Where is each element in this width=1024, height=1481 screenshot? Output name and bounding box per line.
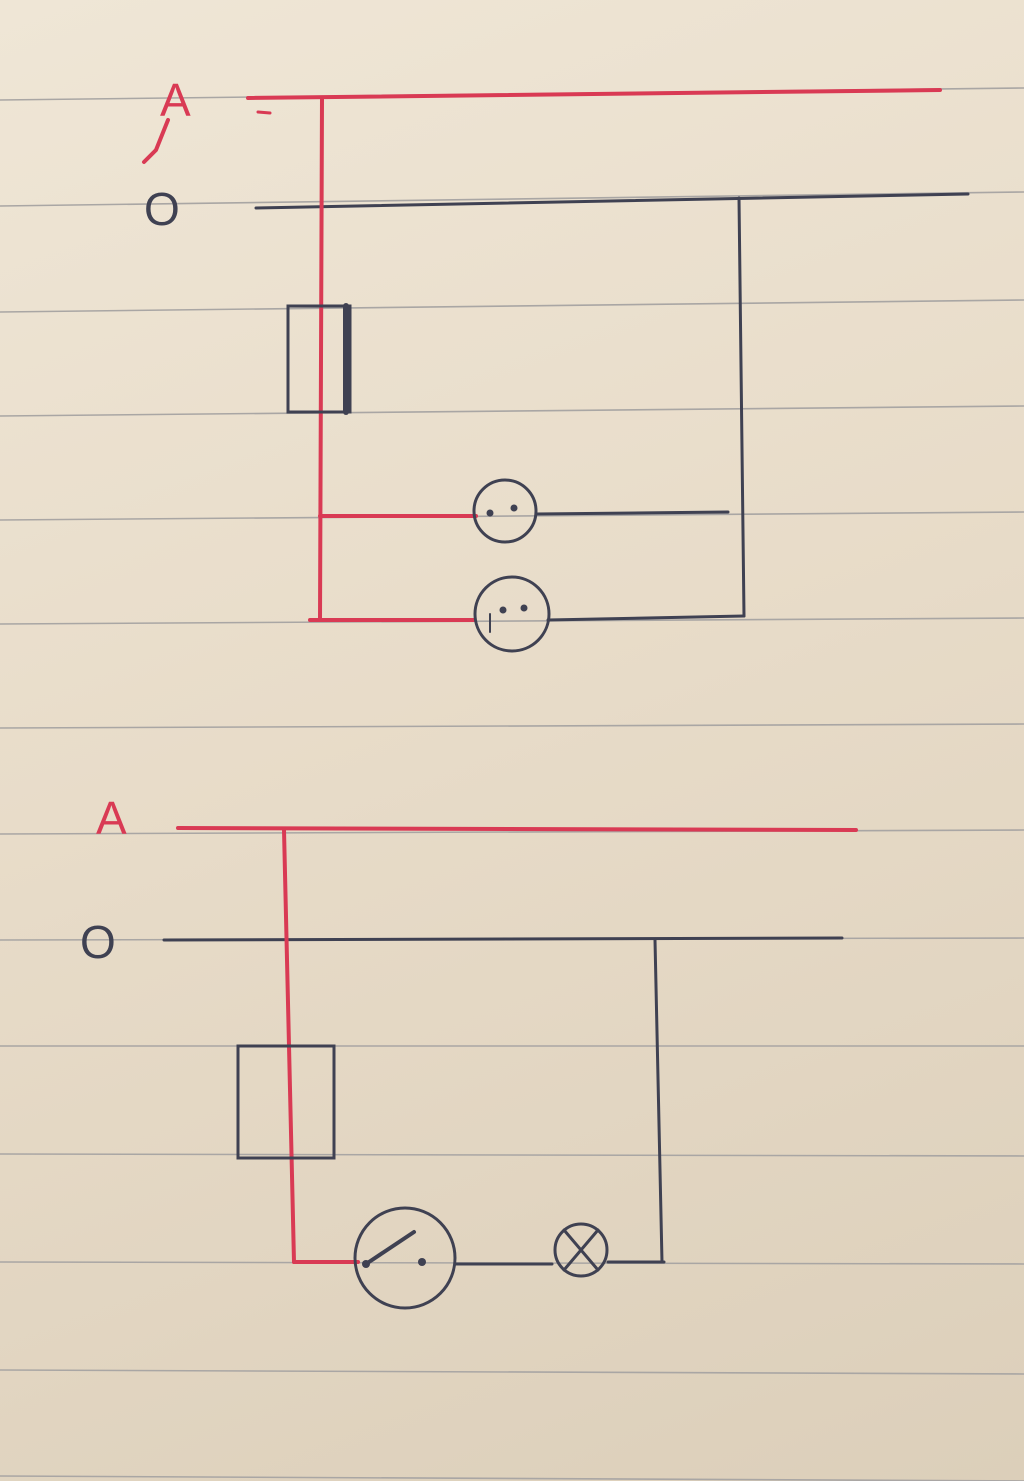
neutral-return-bottom <box>653 938 664 1264</box>
socket-icon <box>472 478 538 544</box>
fuse-icon <box>236 1044 336 1160</box>
phase-wire-top <box>246 88 942 100</box>
neutral-label-bottom: O <box>80 916 116 968</box>
phase-label-top: A <box>160 74 191 126</box>
phase-drop-top <box>318 96 324 622</box>
diagram-lamp: A O <box>80 792 858 1310</box>
neutral-wire-bottom <box>162 936 844 942</box>
neutral-branch-2 <box>546 614 746 622</box>
switch-icon <box>353 1206 457 1310</box>
fuse-icon <box>286 304 352 414</box>
neutral-return-top <box>737 196 746 618</box>
diagram-sockets: A O <box>142 74 970 653</box>
phase-tick <box>256 110 272 115</box>
ruled-lines <box>0 87 1024 1481</box>
phase-label-bottom: A <box>96 792 127 844</box>
neutral-label-top: O <box>144 183 180 235</box>
socket-icon <box>473 575 551 653</box>
phase-label-mark <box>142 118 170 164</box>
neutral-branch-1 <box>534 510 730 516</box>
neutral-wire-top <box>254 192 970 210</box>
lamp-icon <box>553 1222 609 1278</box>
phase-wire-bottom <box>176 826 858 832</box>
